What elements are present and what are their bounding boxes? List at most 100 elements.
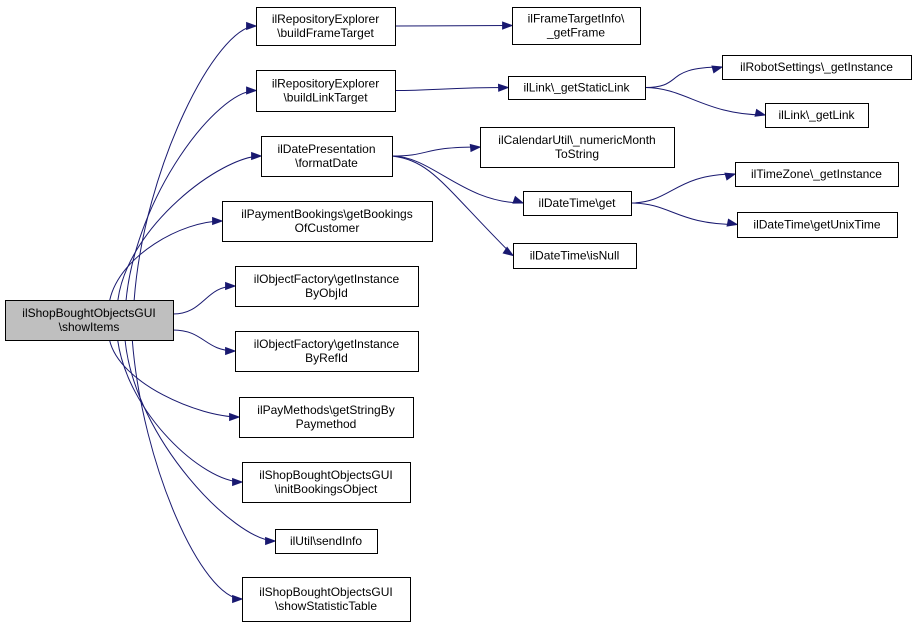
arrowhead <box>265 536 277 546</box>
edge-repo-link-to-link-static <box>394 83 510 92</box>
node-label-line: ilPaymentBookings\getBookings <box>241 207 412 221</box>
edge-link-static-to-robot <box>644 65 724 88</box>
arrowhead <box>724 172 737 181</box>
arrowhead <box>232 594 244 604</box>
node-repo-frame[interactable]: ilRepositoryExplorer\buildFrameTarget <box>256 7 396 46</box>
node-dt-get[interactable]: ilDateTime\get <box>523 191 632 216</box>
edge-line <box>133 25 257 301</box>
edge-date-pres-to-cal-util <box>391 143 482 157</box>
node-label-line: \formatDate <box>295 156 358 170</box>
node-util-info[interactable]: ilUtil\sendInfo <box>275 529 378 554</box>
node-box <box>239 397 414 438</box>
node-label-line: ToString <box>555 147 599 161</box>
arrowhead <box>502 246 515 257</box>
node-root[interactable]: ilShopBoughtObjectsGUI\showItems <box>5 300 174 341</box>
node-box <box>523 191 632 216</box>
node-label-line: Paymethod <box>296 417 357 431</box>
edge-repo-frame-to-frame-get <box>394 21 514 30</box>
node-repo-link[interactable]: ilRepositoryExplorer\buildLinkTarget <box>256 70 396 112</box>
edge-line <box>391 155 524 204</box>
node-label-line: ilDateTime\get <box>539 196 617 210</box>
edge-root-to-date-pres <box>117 151 263 301</box>
node-shop-stat[interactable]: ilShopBoughtObjectsGUI\showStatisticTabl… <box>242 577 411 622</box>
node-date-pres[interactable]: ilDatePresentation\formatDate <box>261 136 393 177</box>
node-box <box>256 70 396 112</box>
node-robot[interactable]: ilRobotSettings\_getInstance <box>722 55 912 80</box>
node-link-static[interactable]: ilLink\_getStaticLink <box>508 76 646 100</box>
edge-line <box>644 87 766 116</box>
node-link-get[interactable]: ilLink\_getLink <box>765 103 869 128</box>
edge-root-to-shop-init <box>117 339 244 487</box>
node-label-line: \initBookingsObject <box>275 482 378 496</box>
arrowhead <box>754 108 767 117</box>
arrowhead <box>251 151 263 161</box>
edge-line <box>644 66 723 88</box>
edge-root-to-payment <box>109 216 224 301</box>
arrowhead <box>225 346 237 356</box>
node-box <box>508 76 646 100</box>
node-box <box>235 331 419 372</box>
edge-dt-get-to-tz <box>630 172 737 204</box>
edge-line <box>131 339 243 600</box>
node-label-line: ilRobotSettings\_getInstance <box>740 60 893 74</box>
node-label-line: ilDateTime\isNull <box>530 249 620 263</box>
node-box <box>235 266 419 307</box>
edge-root-to-shop-stat <box>131 339 244 604</box>
edge-line <box>394 25 513 27</box>
arrowhead <box>229 412 241 422</box>
node-tz[interactable]: ilTimeZone\_getInstance <box>735 162 899 187</box>
node-label-line: ilDateTime\getUnixTime <box>753 218 880 232</box>
arrowhead <box>212 216 224 226</box>
node-label-line: ilShopBoughtObjectsGUI <box>22 306 155 320</box>
edge-root-to-util-info <box>124 339 277 546</box>
node-label-line: ilShopBoughtObjectsGUI <box>259 468 392 482</box>
node-label-line: ByRefId <box>305 351 348 365</box>
arrowhead <box>232 477 244 487</box>
node-label-line: \showItems <box>59 320 120 334</box>
node-shop-init[interactable]: ilShopBoughtObjectsGUI\initBookingsObjec… <box>242 462 411 503</box>
edge-line <box>109 339 240 418</box>
arrowhead <box>711 65 724 74</box>
arrowhead <box>502 21 514 30</box>
node-dt-unix[interactable]: ilDateTime\getUnixTime <box>737 212 898 238</box>
node-label-line: ilRepositoryExplorer <box>272 12 379 26</box>
node-box <box>765 103 869 128</box>
node-label-line: ilObjectFactory\getInstance <box>254 337 400 351</box>
arrowhead <box>512 195 525 204</box>
edge-line <box>109 220 223 301</box>
node-label-line: ilUtil\sendInfo <box>290 534 362 548</box>
edge-line <box>630 173 736 204</box>
arrowhead <box>469 143 482 153</box>
node-box <box>242 462 411 503</box>
node-label-line: OfCustomer <box>295 221 360 235</box>
edges-layer <box>109 21 767 604</box>
node-label-line: ilLink\_getLink <box>778 108 855 122</box>
edge-line <box>172 285 236 315</box>
edge-link-static-to-link-get <box>644 87 767 117</box>
node-label-line: ByObjId <box>305 286 348 300</box>
node-box <box>512 7 641 45</box>
edge-root-to-pay-methods <box>109 339 241 422</box>
arrowhead <box>246 21 258 31</box>
edge-line <box>117 339 243 483</box>
node-box <box>261 136 393 177</box>
edge-date-pres-to-dt-null <box>391 155 515 257</box>
edge-line <box>391 146 481 157</box>
node-box <box>256 7 396 46</box>
node-frame-get[interactable]: ilFrameTargetInfo\_getFrame <box>512 7 641 45</box>
node-label-line: \showStatisticTable <box>275 599 377 613</box>
node-dt-null[interactable]: ilDateTime\isNull <box>513 243 637 269</box>
node-label-line: ilDatePresentation <box>277 142 375 156</box>
arrowhead <box>497 83 510 92</box>
edge-line <box>630 202 738 225</box>
node-label-line: ilLink\_getStaticLink <box>523 81 630 95</box>
node-label-line: _getFrame <box>546 26 605 40</box>
node-box <box>722 55 912 80</box>
edge-dt-get-to-dt-unix <box>630 202 739 227</box>
